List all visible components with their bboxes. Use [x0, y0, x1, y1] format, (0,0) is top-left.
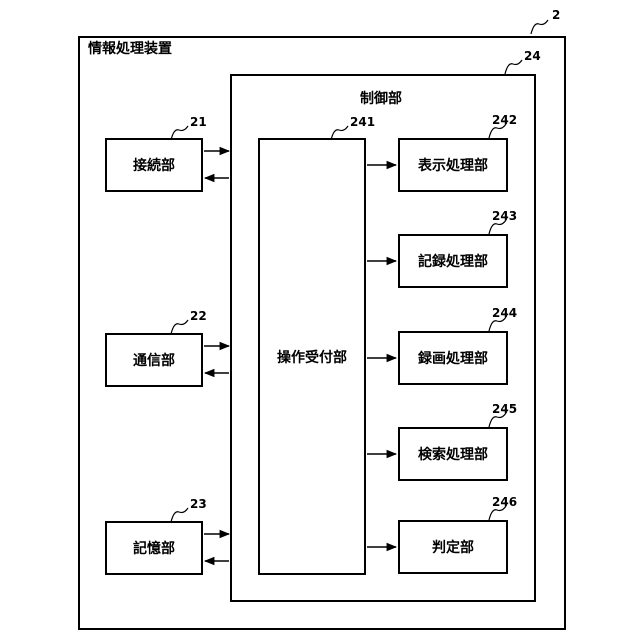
leader-display: [489, 124, 506, 138]
leader-record: [489, 220, 506, 234]
leader-video: [489, 317, 506, 331]
leader-operation: [331, 126, 348, 140]
leader-connection: [171, 126, 188, 140]
leader-communication: [171, 320, 188, 334]
leader-judge: [489, 506, 506, 520]
leader-storage: [171, 508, 188, 522]
leader-control: [505, 60, 522, 74]
leader-search: [489, 413, 506, 427]
leader-device: [531, 20, 548, 34]
